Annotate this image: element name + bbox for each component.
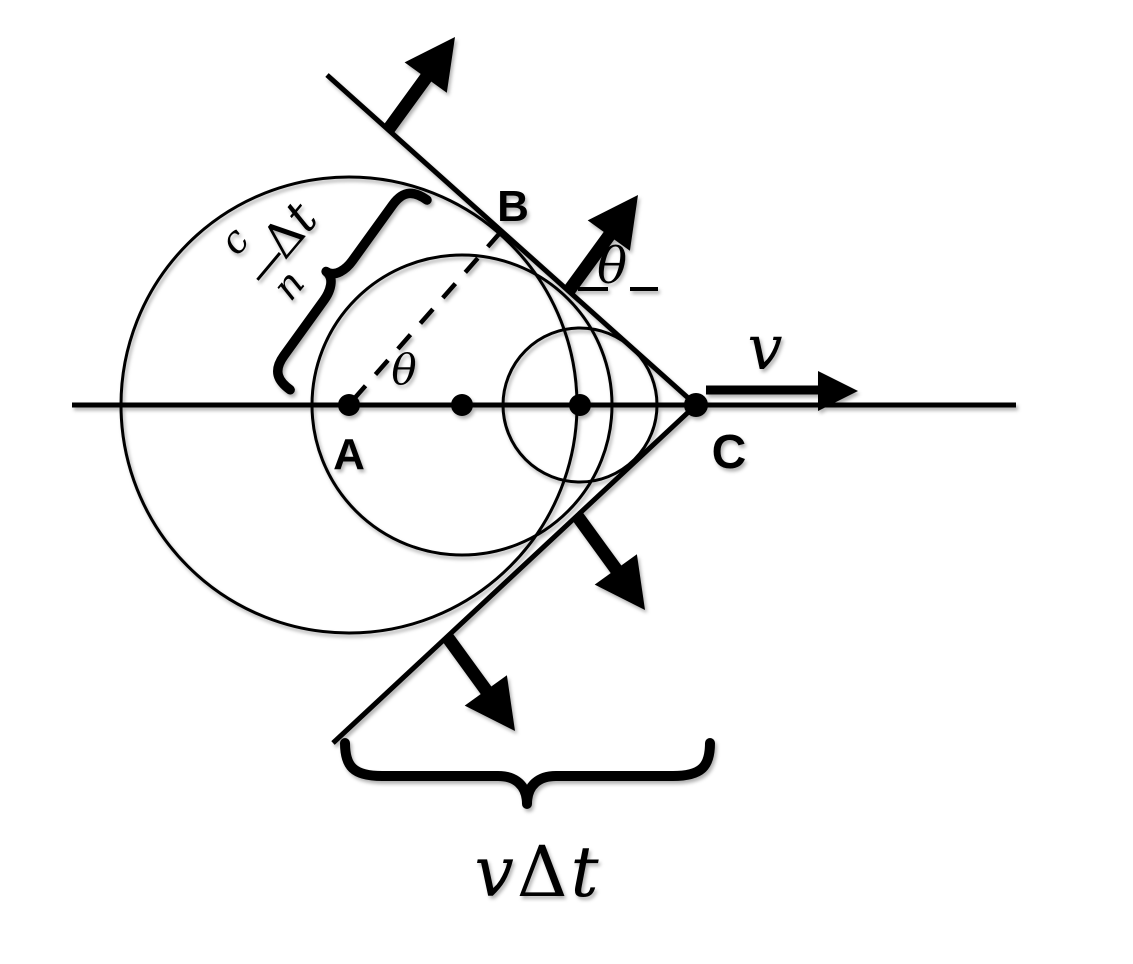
emission-dot-a [338, 394, 360, 416]
photon-arrow-lower-right [572, 513, 645, 610]
wavefront-circle-medium [310, 253, 614, 557]
theta-label-at-a: θ [391, 345, 416, 394]
particle-dot-c [684, 393, 708, 417]
radius-brace [273, 188, 432, 395]
base-brace [340, 738, 715, 809]
base-label-velocity: v [474, 831, 517, 913]
radius-label-delta-t: Δt [251, 191, 329, 269]
velocity-label: v [747, 311, 782, 384]
cone-edge-upper [325, 73, 698, 407]
point-a-label: A [333, 430, 365, 479]
photon-arrow-lower-left [442, 634, 515, 731]
photon-arrow-top [382, 37, 455, 134]
velocity-arrow [706, 371, 858, 411]
radius-label-numerator: c [210, 218, 257, 263]
cone-edge-lower [331, 403, 698, 745]
radius-dashed-line [351, 232, 501, 402]
wavefront-circle-small [501, 326, 659, 484]
emission-dot-2 [451, 394, 473, 416]
base-label-delta: Δ [517, 831, 571, 913]
point-b-label: B [497, 182, 529, 231]
radius-label-fraction-bar [256, 252, 282, 281]
emission-dot-3 [569, 394, 591, 416]
theta-label-at-cone: θ [597, 237, 627, 295]
radius-label-denominator: n [264, 261, 313, 308]
base-label-time: t [570, 831, 601, 913]
base-length-label: vΔt [474, 831, 601, 913]
photon-arrow-upper-middle [562, 195, 638, 296]
point-c-label: C [712, 426, 747, 479]
